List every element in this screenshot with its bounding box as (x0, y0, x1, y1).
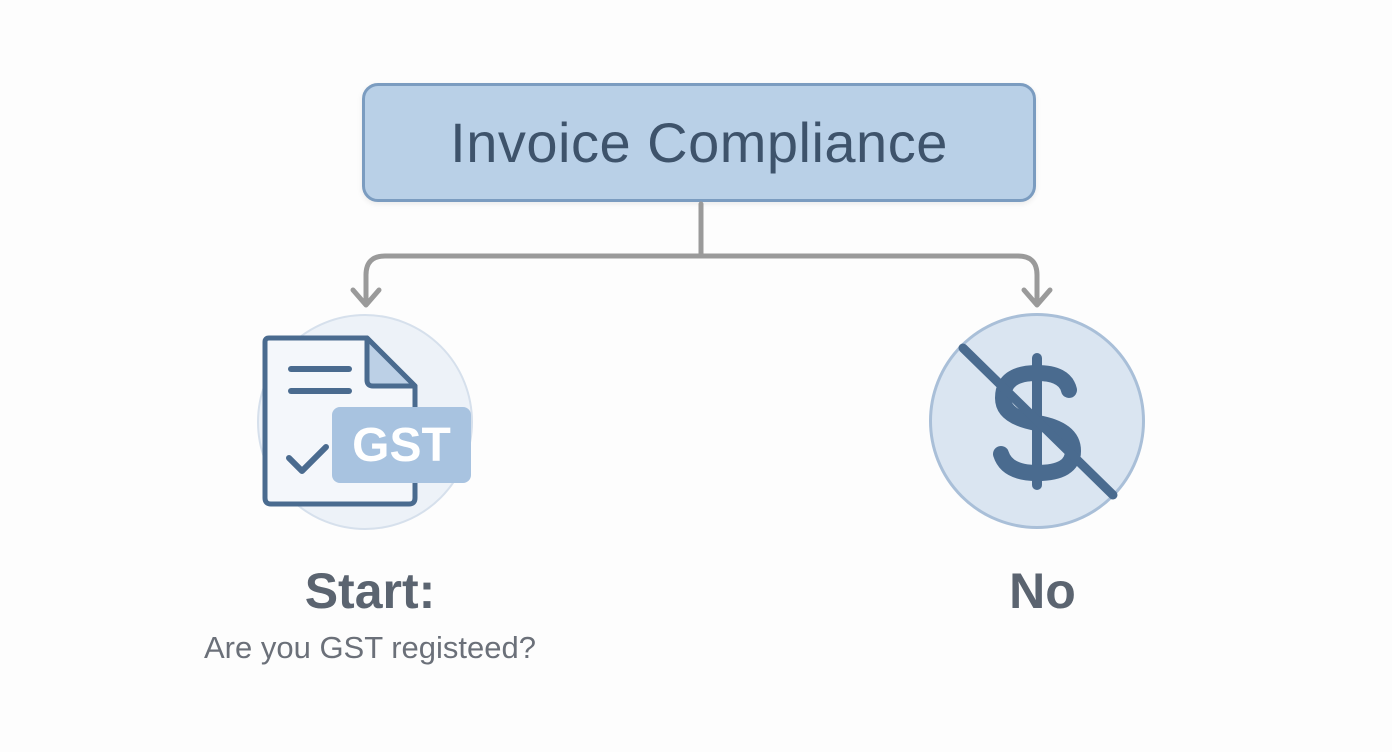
start-question: Are you GST registeed? (204, 630, 536, 665)
start-label: Start: (304, 563, 436, 619)
diagram-title: Invoice Compliance (450, 111, 948, 174)
title-box: Invoice Compliance (362, 83, 1036, 202)
no-label: No (1009, 563, 1076, 619)
gst-document-check-icon (262, 335, 471, 507)
no-dollar-icon (958, 343, 1118, 500)
gst-badge: GST (352, 418, 451, 472)
